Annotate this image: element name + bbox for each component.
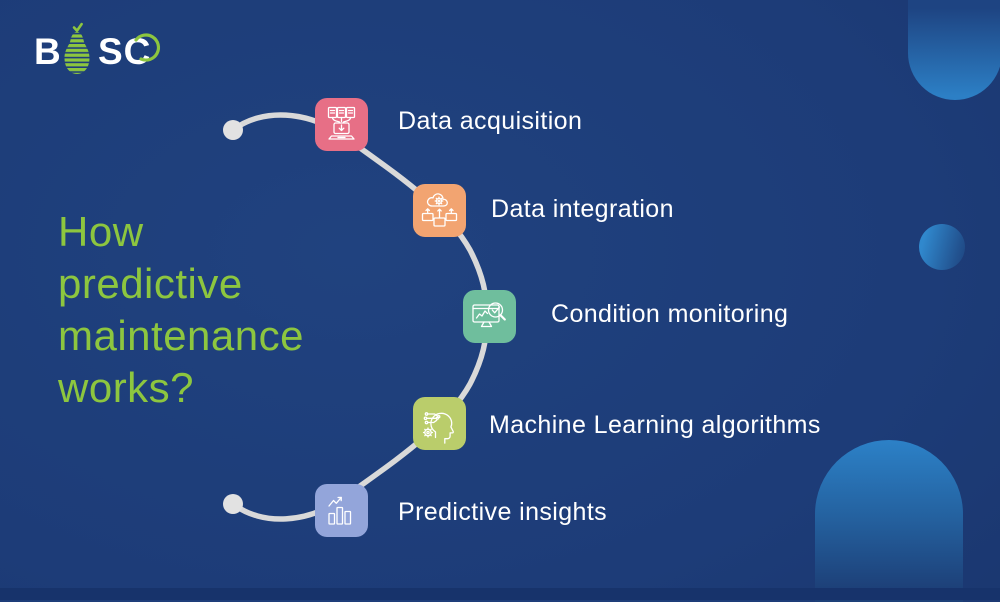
decor-capsule-top-right	[908, 0, 1000, 100]
step-tile-predictive-insights	[315, 484, 368, 537]
decor-circle-right	[919, 224, 965, 270]
machine-learning-icon	[422, 412, 454, 444]
step-label-condition-monitoring: Condition monitoring	[551, 300, 789, 328]
page-title: How predictive maintenance works?	[58, 208, 304, 412]
data-integration-icon	[421, 193, 458, 227]
step-label-data-integration: Data integration	[491, 195, 674, 223]
timeline-arc	[230, 112, 490, 522]
logo-letters-sc: SC	[98, 31, 152, 72]
logo-letter-b: B	[34, 31, 62, 72]
timeline-start-dot	[223, 120, 243, 140]
bosc-logo: B SC	[34, 20, 184, 80]
timeline-end-dot	[223, 494, 243, 514]
logo-c-swoosh-icon	[129, 29, 163, 70]
step-label-machine-learning: Machine Learning algorithms	[489, 411, 821, 439]
step-label-predictive-insights: Predictive insights	[398, 498, 608, 526]
pear-icon	[55, 20, 99, 83]
step-tile-data-integration	[413, 184, 466, 237]
bottom-edge-bar	[0, 588, 1000, 600]
step-label-data-acquisition: Data acquisition	[398, 107, 583, 135]
step-tile-condition-monitoring	[463, 290, 516, 343]
decor-dome-bottom-right	[815, 440, 963, 602]
step-tile-data-acquisition	[315, 98, 368, 151]
condition-monitoring-icon	[472, 302, 506, 328]
predictive-insights-icon	[328, 496, 352, 525]
data-acquisition-icon	[327, 106, 356, 140]
step-tile-machine-learning	[413, 397, 466, 450]
